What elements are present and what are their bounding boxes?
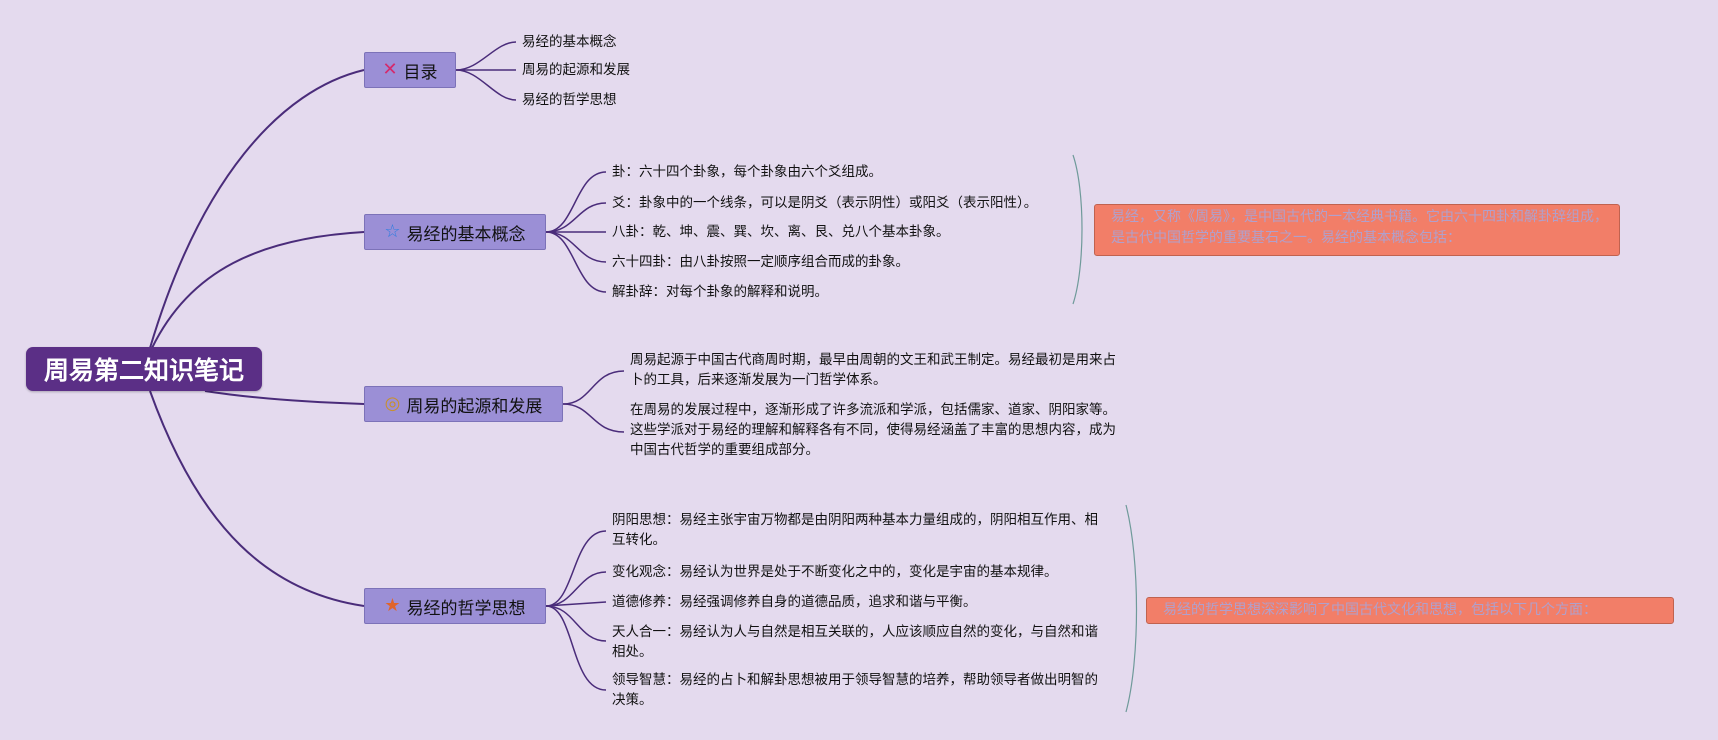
philosophy-item: 天人合一：易经认为人与自然是相互关联的，人应该顺应自然的变化，与自然和谐相处。: [612, 624, 1098, 660]
branch-origin[interactable]: ◎ 周易的起源和发展: [364, 386, 563, 422]
branch-origin-label: 周易的起源和发展: [406, 396, 543, 417]
toc-item[interactable]: 易经的哲学思想: [522, 92, 617, 108]
root-node[interactable]: 周易第二知识笔记: [26, 347, 262, 391]
basics-item: 六十四卦：由八卦按照一定顺序组合而成的卦象。: [612, 254, 909, 270]
root-node-label: 周易第二知识笔记: [43, 356, 244, 385]
origin-item: 在周易的发展过程中，逐渐形成了许多流派和学派，包括儒家、道家、阴阳家等。这些学派…: [630, 402, 1116, 458]
origin-item: 周易起源于中国古代商周时期，最早由周朝的文王和武王制定。易经最初是用来占卜的工具…: [630, 352, 1116, 388]
philosophy-item: 变化观念：易经认为世界是处于不断变化之中的，变化是宇宙的基本规律。: [612, 564, 1058, 580]
branch-basics-label: 易经的基本概念: [406, 224, 526, 245]
branch-toc-label: 目录: [403, 62, 438, 83]
basics-item: 解卦辞：对每个卦象的解释和说明。: [612, 284, 828, 300]
branch-basics[interactable]: ☆ 易经的基本概念: [364, 214, 546, 250]
link-root-to-basics: [151, 231, 365, 349]
star-filled-icon: ★: [384, 595, 401, 616]
star-outline-icon: ☆: [384, 221, 401, 242]
callout-philosophy-text: 易经的哲学思想深深影响了中国古代文化和思想，包括以下几个方面：: [1163, 602, 1597, 618]
branch-philosophy-label: 易经的哲学思想: [406, 598, 526, 619]
branch-philosophy[interactable]: ★ 易经的哲学思想: [364, 588, 546, 624]
callout-bracket-basics: [1072, 154, 1083, 305]
cross-icon: ✕: [382, 59, 398, 80]
philosophy-item: 阴阳思想：易经主张宇宙万物都是由阴阳两种基本力量组成的，阴阳相互作用、相互转化。: [612, 512, 1098, 548]
basics-item: 爻：卦象中的一个线条，可以是阴爻（表示阴性）或阳爻（表示阳性）。: [612, 195, 1038, 211]
philosophy-item: 道德修养：易经强调修养自身的道德品质，追求和谐与平衡。: [612, 594, 977, 610]
medal-icon: ◎: [384, 393, 401, 414]
link-root-to-philosophy: [149, 390, 365, 607]
link-root-to-toc: [149, 69, 365, 349]
link-root-to-origin: [204, 390, 365, 405]
toc-item[interactable]: 易经的基本概念: [522, 34, 617, 50]
callout-bracket-philosophy: [1125, 504, 1138, 713]
callout-basics: 易经，又称《周易》，是中国古代的一本经典书籍。它由六十四卦和解卦辞组成，是古代中…: [1094, 204, 1620, 256]
philosophy-item: 领导智慧：易经的占卜和解卦思想被用于领导智慧的培养，帮助领导者做出明智的决策。: [612, 672, 1098, 708]
basics-item: 八卦：乾、坤、震、巽、坎、离、艮、兑八个基本卦象。: [612, 224, 950, 240]
callout-basics-text: 易经，又称《周易》，是中国古代的一本经典书籍。它由六十四卦和解卦辞组成，是古代中…: [1111, 209, 1608, 246]
basics-item: 卦：六十四个卦象，每个卦象由六个爻组成。: [612, 164, 882, 180]
toc-item[interactable]: 周易的起源和发展: [522, 62, 630, 78]
branch-toc[interactable]: ✕ 目录: [364, 52, 456, 88]
callout-philosophy: 易经的哲学思想深深影响了中国古代文化和思想，包括以下几个方面：: [1146, 597, 1674, 624]
